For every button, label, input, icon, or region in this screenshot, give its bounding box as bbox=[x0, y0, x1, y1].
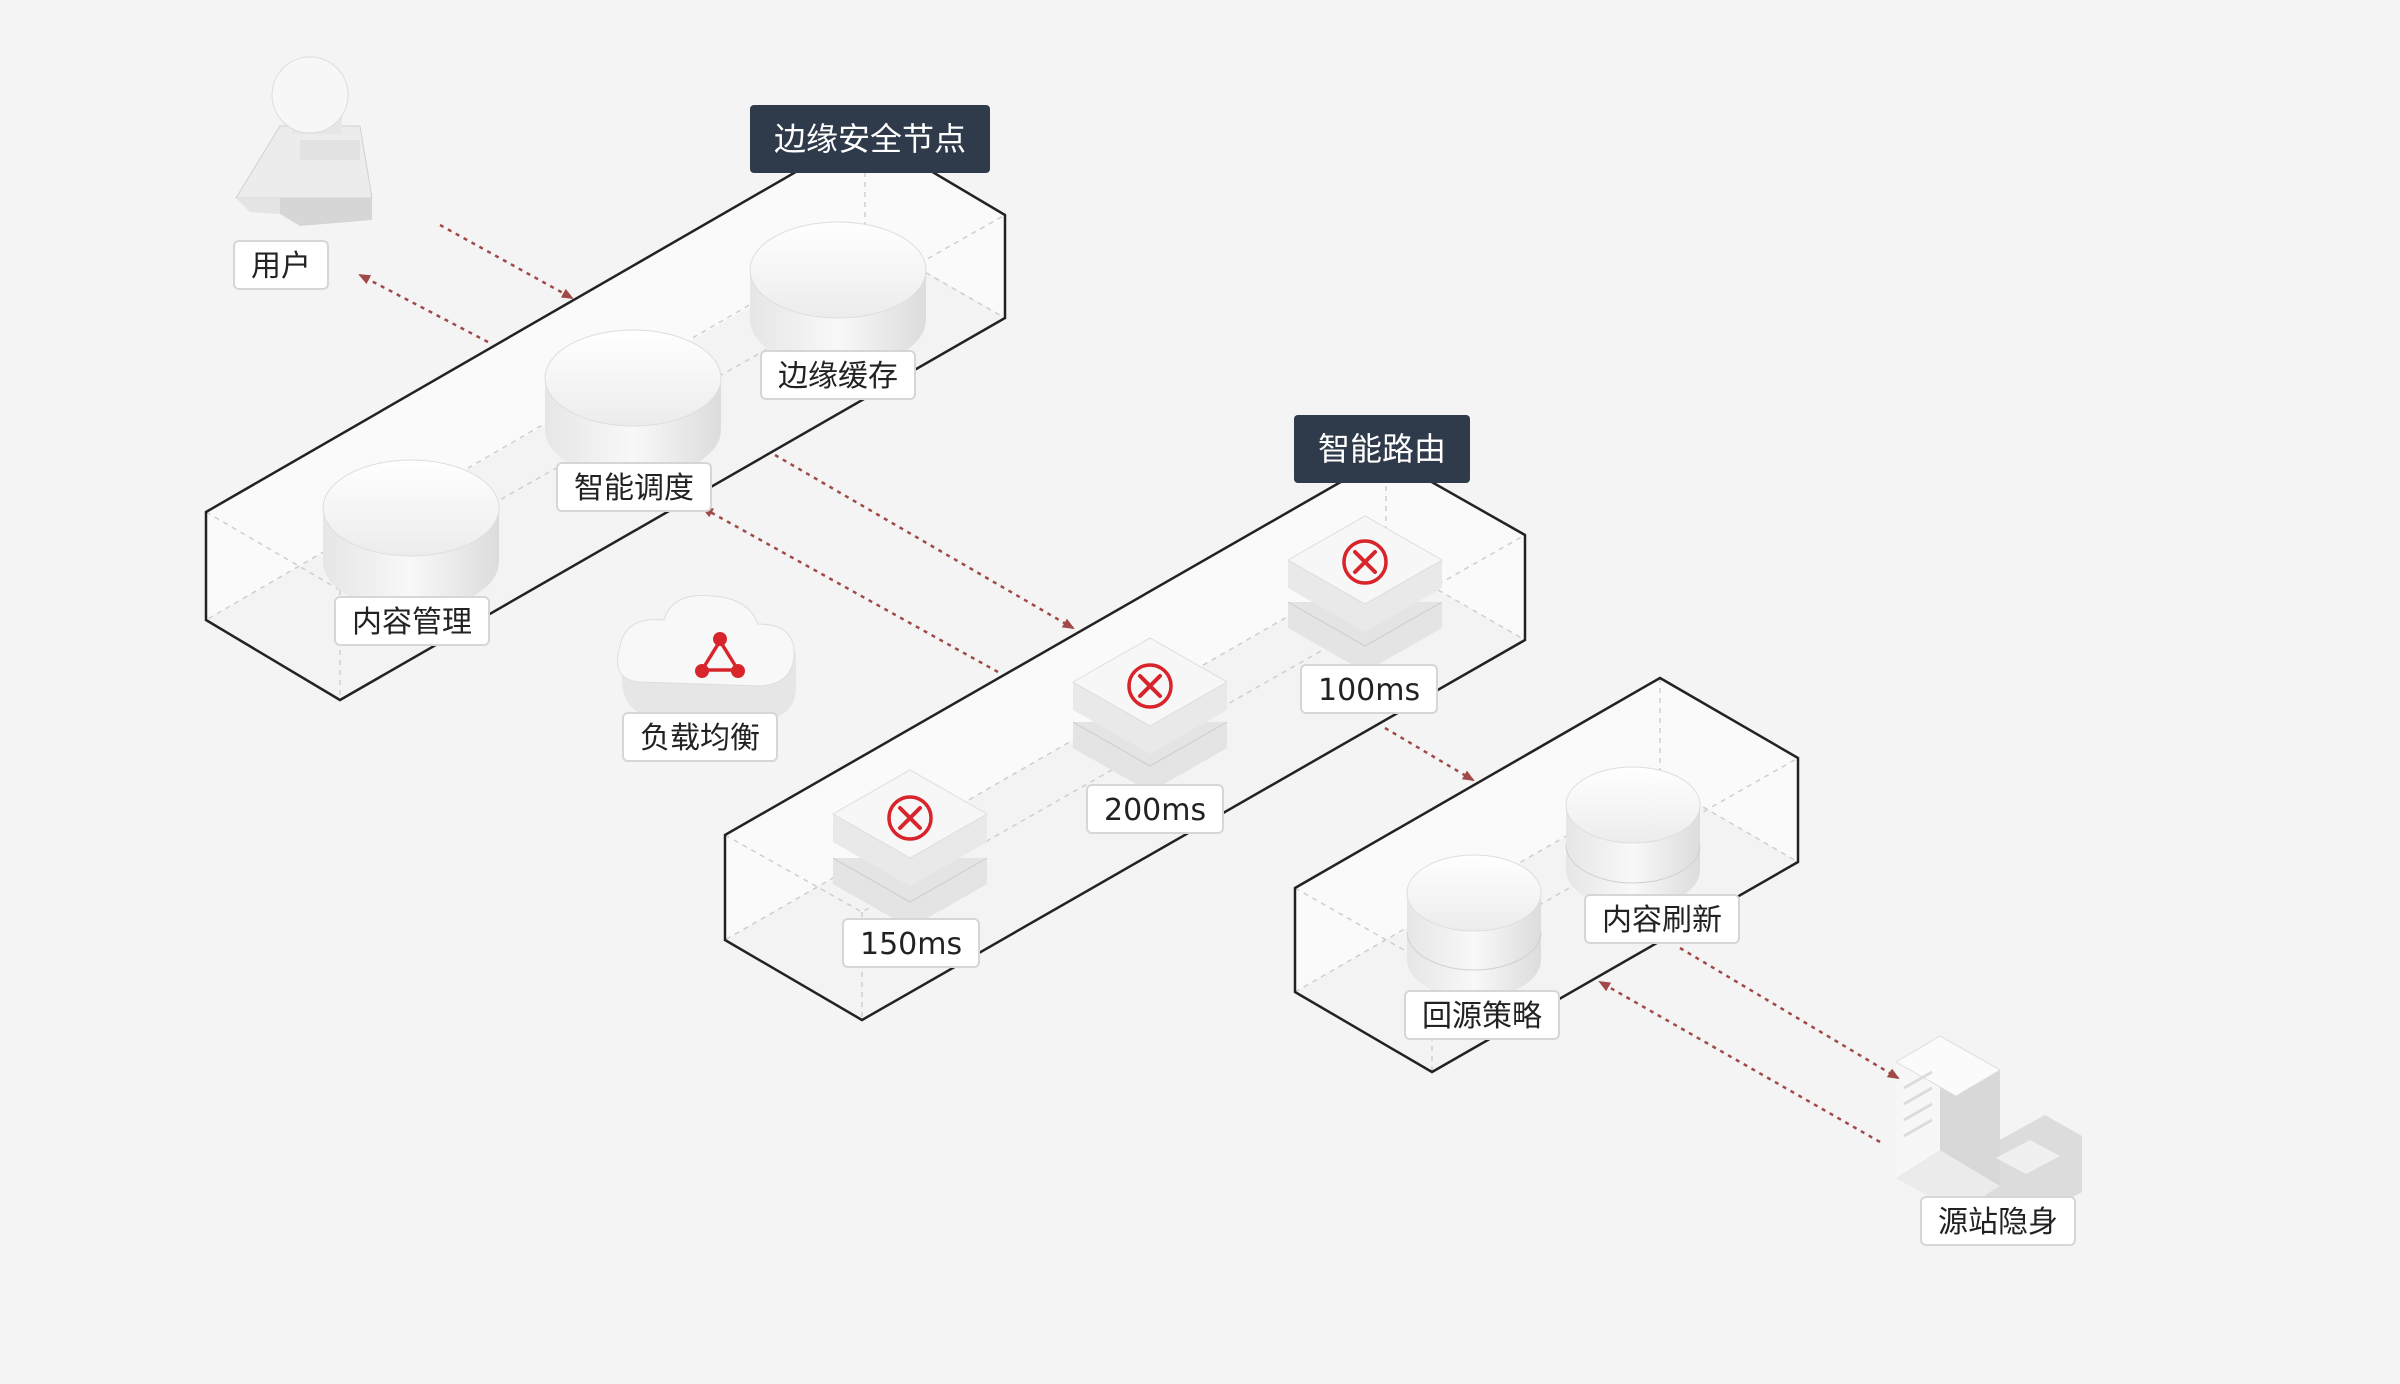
user-figure-icon bbox=[235, 56, 373, 226]
edge-security-node-header: 边缘安全节点 bbox=[750, 105, 991, 173]
load-balancer-cloud-icon bbox=[617, 595, 796, 722]
arrow-routing-to-origin-box bbox=[1384, 726, 1475, 782]
arrow-routing-to-scheduling bbox=[701, 506, 999, 674]
back-to-origin-database-icon bbox=[1406, 854, 1542, 998]
user-label: 用户 bbox=[233, 240, 329, 290]
router-200ms-icon bbox=[1071, 637, 1229, 792]
arrow-refresh-to-origin bbox=[1679, 946, 1900, 1080]
flow-arrows bbox=[358, 223, 1900, 1144]
router-100ms-icon bbox=[1286, 515, 1444, 672]
back-to-origin-strategy-label: 回源策略 bbox=[1404, 990, 1560, 1040]
arrow-node-to-user bbox=[358, 273, 489, 344]
latency-100ms-label: 100ms bbox=[1300, 664, 1439, 714]
router-150ms-icon bbox=[831, 769, 989, 928]
arrow-user-to-node bbox=[439, 223, 574, 300]
smart-scheduling-database-icon bbox=[544, 329, 722, 478]
origin-hiding-label: 源站隐身 bbox=[1920, 1196, 2076, 1246]
smart-routing-header: 智能路由 bbox=[1294, 415, 1471, 483]
arrow-origin-to-strategy bbox=[1598, 980, 1881, 1144]
latency-150ms-label: 150ms bbox=[842, 918, 981, 968]
content-refresh-database-icon bbox=[1565, 766, 1701, 908]
edge-cache-label: 边缘缓存 bbox=[760, 350, 916, 400]
content-management-database-icon bbox=[322, 459, 500, 610]
content-management-label: 内容管理 bbox=[334, 596, 490, 646]
edge-cache-database-icon bbox=[749, 221, 927, 368]
load-balancing-label: 负载均衡 bbox=[622, 712, 778, 762]
arrow-node-to-routing bbox=[774, 453, 1075, 630]
content-refresh-label: 内容刷新 bbox=[1584, 894, 1740, 944]
latency-200ms-label: 200ms bbox=[1086, 784, 1225, 834]
smart-scheduling-label: 智能调度 bbox=[556, 462, 712, 512]
